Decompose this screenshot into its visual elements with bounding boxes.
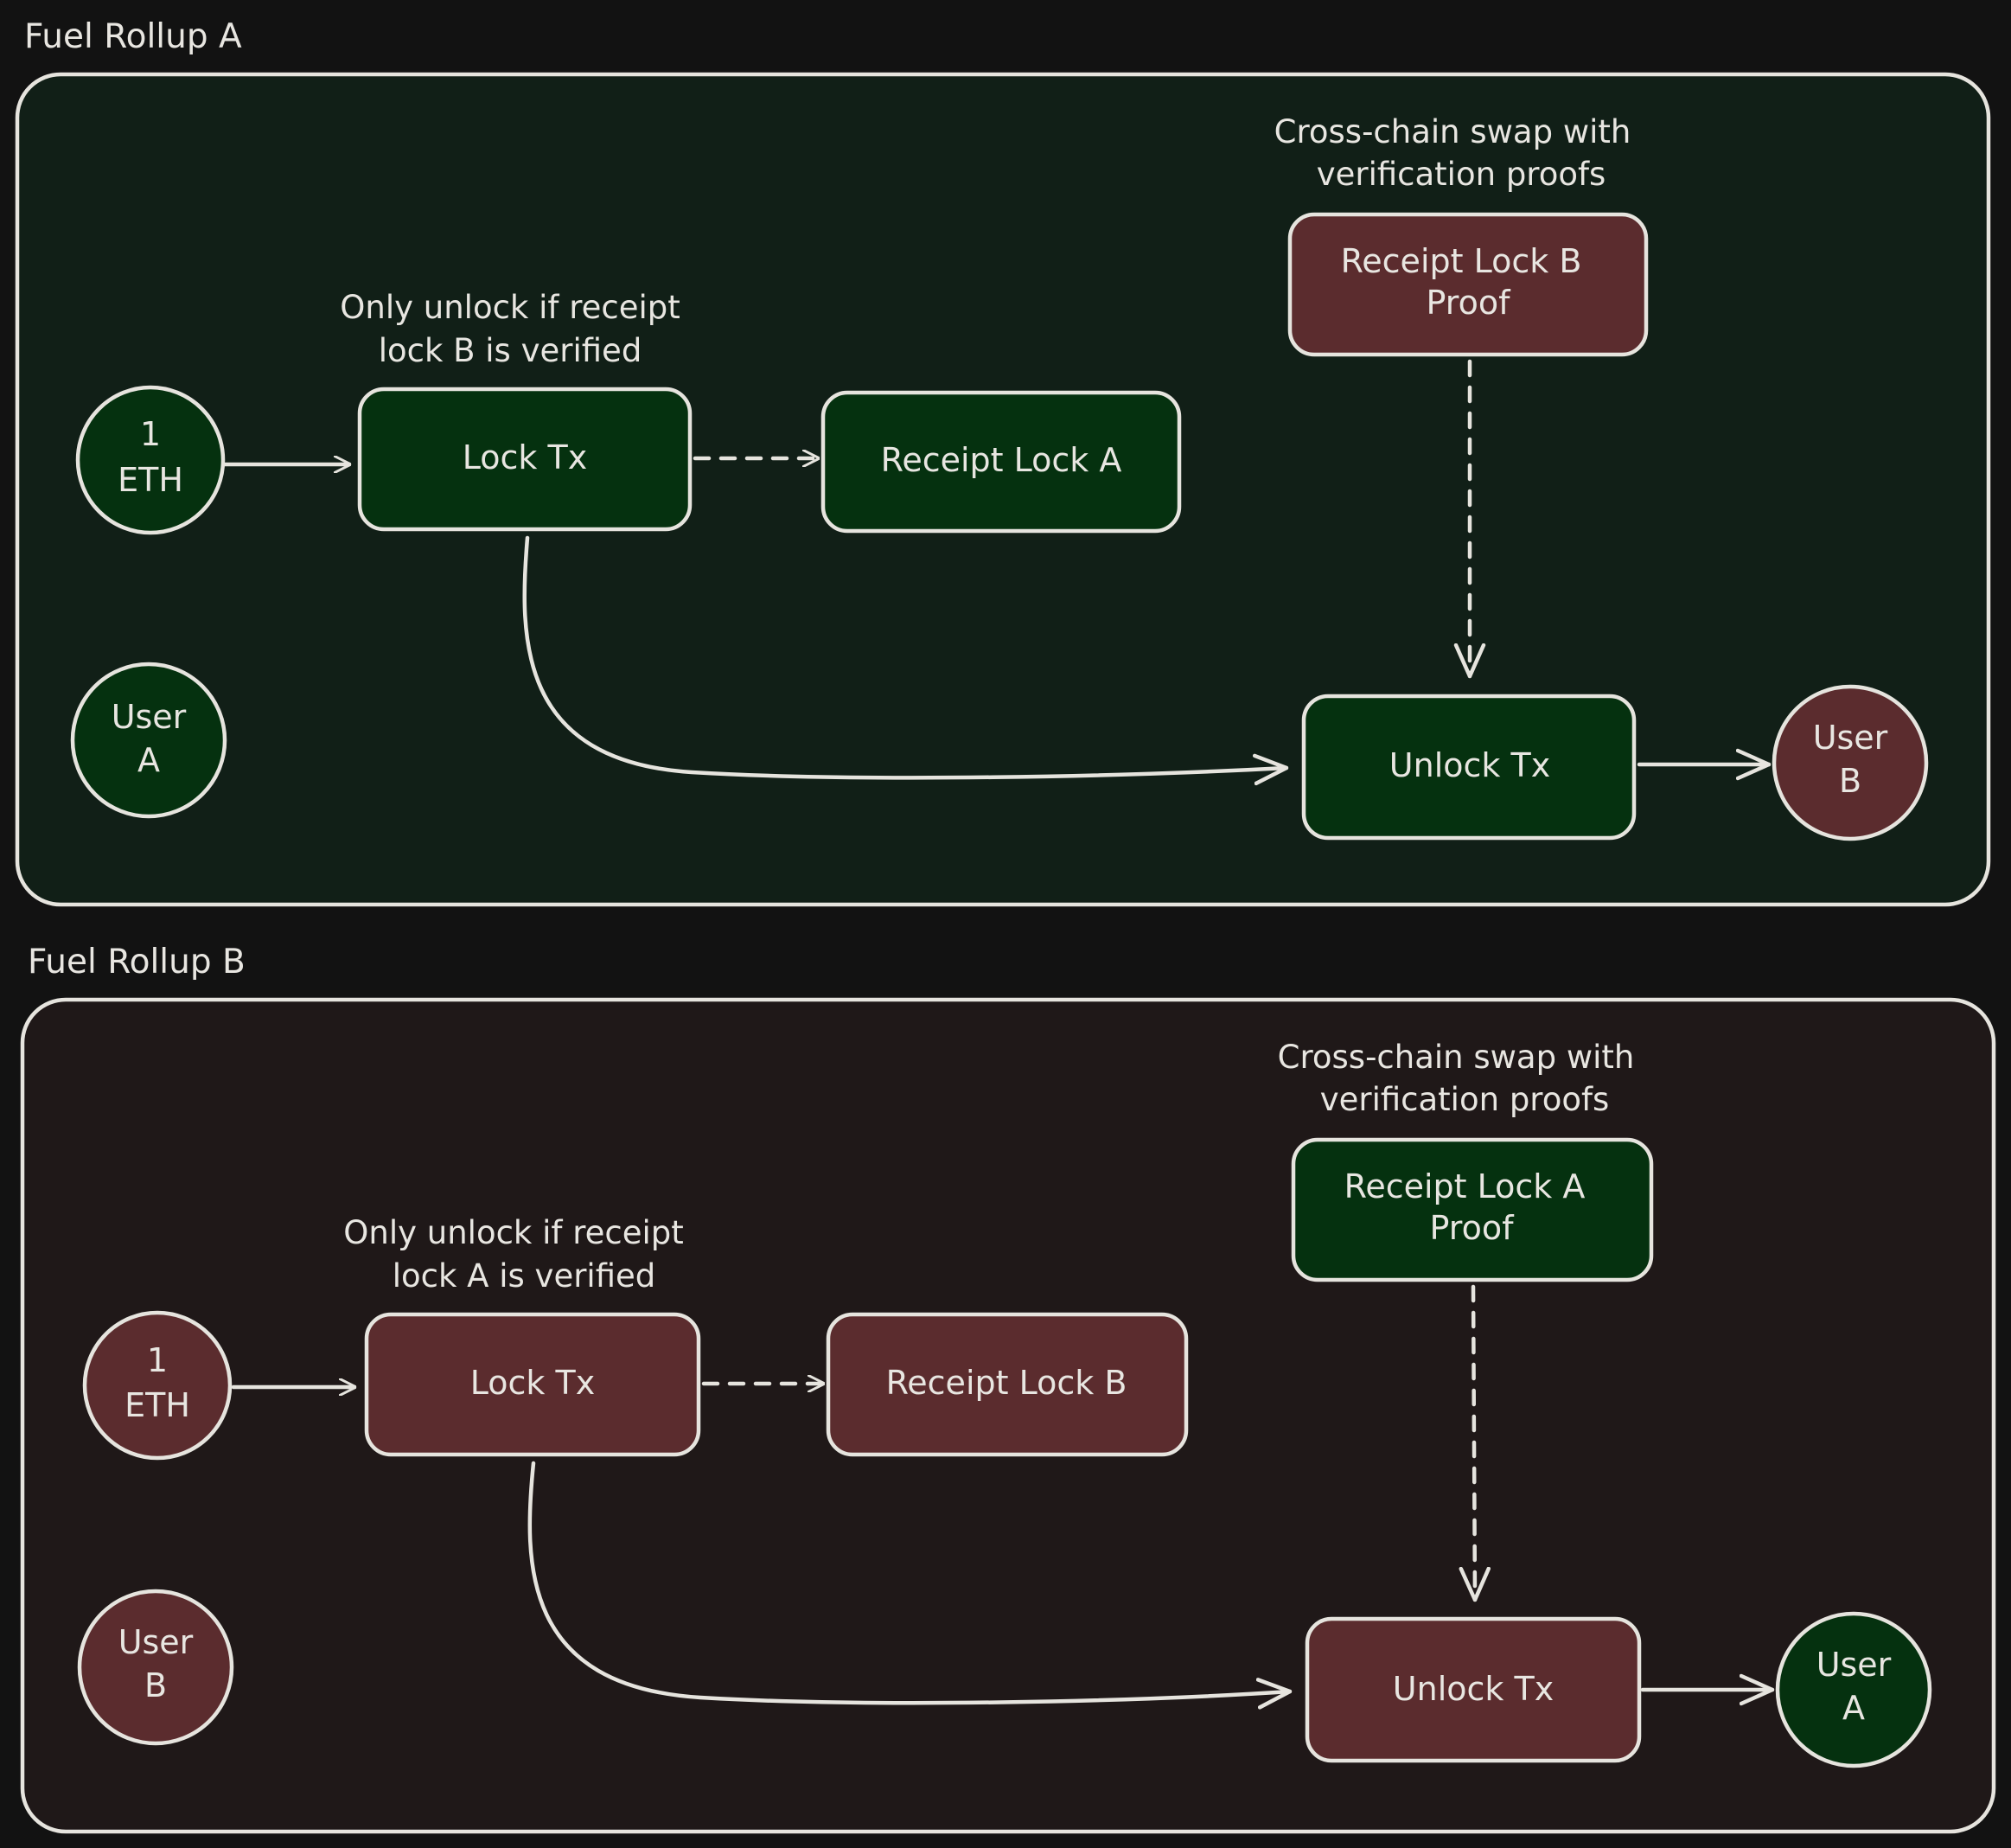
rollup-a-eth-node[interactable]: 1 ETH <box>75 385 226 535</box>
rollup-a-proof-box[interactable]: Receipt Lock B Proof <box>1287 212 1649 357</box>
rollup-a-unlock-tx-box[interactable]: Unlock Tx <box>1301 694 1637 841</box>
unlock-tx-label: Unlock Tx <box>1393 1670 1554 1708</box>
rollup-a-title: Fuel Rollup A <box>24 17 242 56</box>
rollup-a-lock-tx-box[interactable]: Lock Tx <box>357 387 693 532</box>
rollup-b-proof-box[interactable]: Receipt Lock A Proof <box>1291 1137 1654 1282</box>
recipient-line2: A <box>1842 1689 1865 1727</box>
sender-line2: A <box>137 741 160 779</box>
lock-tx-label: Lock Tx <box>470 1364 595 1402</box>
rollup-b-dashed-arrow-proof-to-unlock <box>1473 1284 1475 1602</box>
proof-box-line1: Receipt Lock B <box>1341 242 1582 280</box>
rollup-b-lock-tx-box[interactable]: Lock Tx <box>364 1312 701 1457</box>
rollup-b-receipt-lock-box[interactable]: Receipt Lock B <box>826 1312 1189 1457</box>
eth-node-unit: ETH <box>124 1386 190 1424</box>
proof-box-line1: Receipt Lock A <box>1344 1167 1586 1205</box>
rollup-b-lock-note-line1: Only unlock if receipt <box>343 1214 683 1251</box>
rollup-a-lock-note-line1: Only unlock if receipt <box>340 289 680 326</box>
rollup-b-swap-note-line2: verification proofs <box>1320 1081 1610 1118</box>
unlock-tx-label: Unlock Tx <box>1389 746 1550 784</box>
rollup-b-eth-node[interactable]: 1 ETH <box>82 1310 233 1461</box>
rollup-a-arrow-lock-to-unlock <box>522 535 1289 777</box>
rollup-a-swap-note-line2: verification proofs <box>1317 156 1606 193</box>
rollup-a-lock-note-line2: lock B is verified <box>379 332 642 369</box>
sender-line1: User <box>112 698 187 736</box>
rollup-b: Fuel Rollup B 1 ETH Only unlock if recei… <box>20 943 1996 1834</box>
receipt-lock-label: Receipt Lock A <box>881 441 1122 479</box>
sender-line1: User <box>118 1623 194 1661</box>
rollup-b-swap-note-line1: Cross-chain swap with <box>1278 1039 1635 1076</box>
rollup-b-sender-node[interactable]: User B <box>77 1589 234 1746</box>
rollup-b-arrow-lock-to-unlock <box>527 1461 1293 1703</box>
eth-node-amount: 1 <box>147 1341 168 1379</box>
rollup-a-receipt-lock-box[interactable]: Receipt Lock A <box>820 390 1182 534</box>
rollup-a-recipient-node[interactable]: User B <box>1772 684 1929 841</box>
rollup-b-title: Fuel Rollup B <box>28 943 246 982</box>
receipt-lock-label: Receipt Lock B <box>886 1364 1127 1402</box>
recipient-line2: B <box>1839 762 1861 800</box>
rollup-a: Fuel Rollup A 1 ETH Only unlock if recei… <box>15 17 1991 907</box>
sender-line2: B <box>144 1666 167 1704</box>
proof-box-line2: Proof <box>1427 284 1512 322</box>
rollup-b-unlock-tx-box[interactable]: Unlock Tx <box>1305 1616 1642 1763</box>
rollup-a-sender-node[interactable]: User A <box>70 662 227 819</box>
rollup-b-recipient-node[interactable]: User A <box>1775 1611 1932 1768</box>
rollup-b-lock-note-line2: lock A is verified <box>393 1257 656 1295</box>
proof-box-line2: Proof <box>1430 1209 1516 1247</box>
eth-node-amount: 1 <box>140 415 161 453</box>
recipient-line1: User <box>1813 719 1888 757</box>
recipient-line1: User <box>1816 1646 1892 1684</box>
rollup-a-swap-note-line1: Cross-chain swap with <box>1274 113 1631 150</box>
eth-node-unit: ETH <box>118 461 183 499</box>
lock-tx-label: Lock Tx <box>463 438 587 476</box>
